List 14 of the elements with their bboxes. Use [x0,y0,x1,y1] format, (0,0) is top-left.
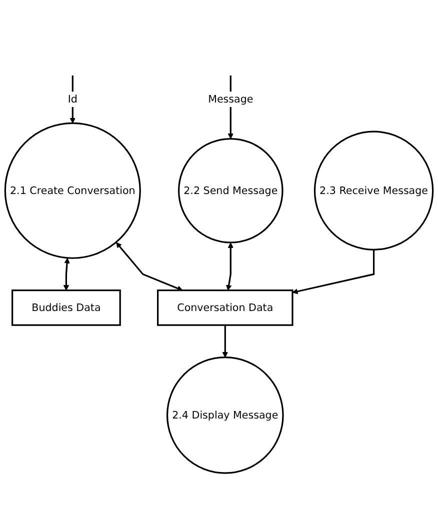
edge-label: Id [68,92,78,105]
arrow [222,325,228,358]
node-circle: 2.1 Create Conversation [4,122,141,259]
node-circle: 2.3 Receive Message [314,130,434,250]
arrow [226,242,234,290]
node-box: Buddies Data [12,289,121,326]
arrow [70,75,76,124]
node-box: Conversation Data [157,289,294,326]
arrow [63,258,70,290]
arrow [292,250,375,294]
node-circle: 2.4 Display Message [166,356,284,474]
node-circle: 2.2 Send Message [178,138,284,244]
edge-label: Message [208,92,254,105]
arrow [116,242,183,291]
